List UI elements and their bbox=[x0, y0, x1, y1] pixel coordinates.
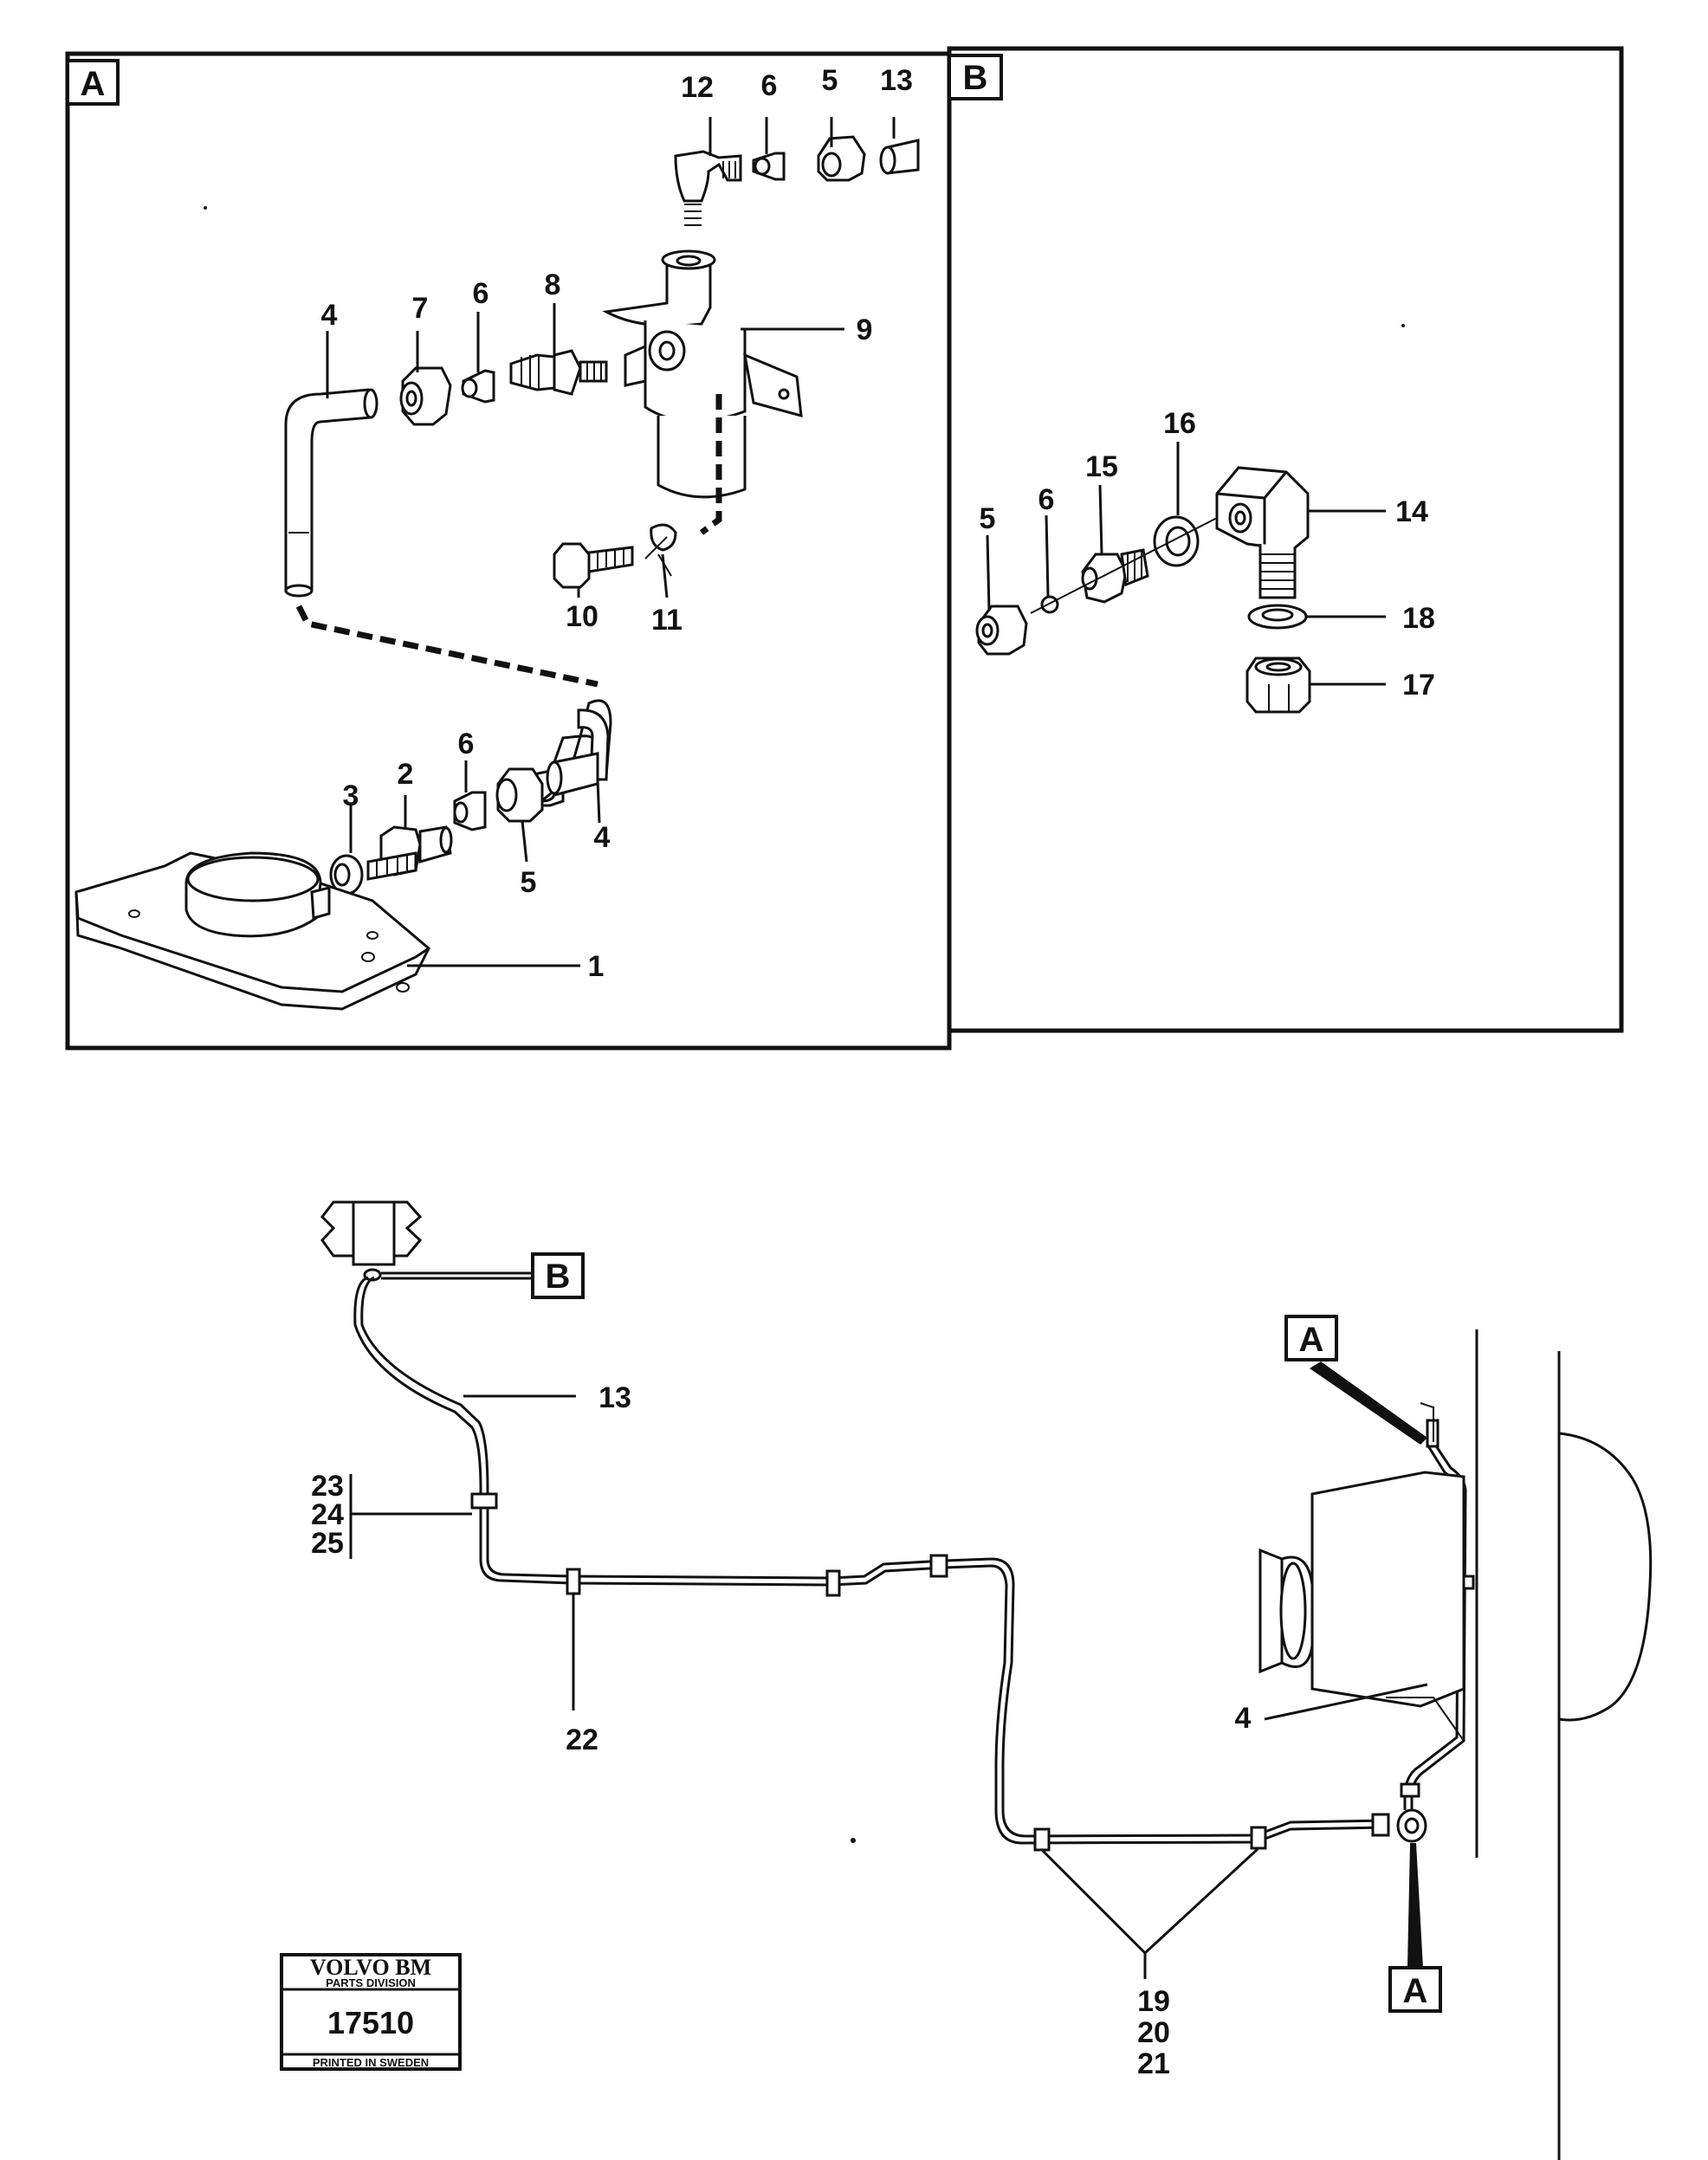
nut-17 bbox=[1245, 656, 1311, 714]
mounting-plate-1 bbox=[74, 851, 430, 1011]
elbow-fitting-12 bbox=[674, 150, 742, 226]
svg-text:13: 13 bbox=[880, 64, 913, 97]
svg-text:4: 4 bbox=[594, 821, 611, 854]
panel-b-leaders bbox=[986, 442, 1386, 686]
svg-text:9: 9 bbox=[857, 314, 873, 346]
panel-frames bbox=[65, 46, 1624, 1051]
nut-5-b bbox=[975, 605, 1028, 656]
svg-text:PRINTED IN SWEDEN: PRINTED IN SWEDEN bbox=[313, 2056, 429, 2069]
nut-5-top bbox=[817, 135, 866, 182]
routing-leaders bbox=[349, 1394, 1428, 1979]
svg-text:5: 5 bbox=[822, 64, 838, 97]
svg-text:22: 22 bbox=[566, 1723, 598, 1756]
bolt-10 bbox=[553, 542, 634, 589]
svg-text:3: 3 bbox=[343, 779, 359, 812]
svg-text:5: 5 bbox=[521, 866, 537, 899]
svg-text:2: 2 bbox=[398, 758, 414, 791]
svg-text:16: 16 bbox=[1163, 407, 1196, 440]
svg-text:PARTS DIVISION: PARTS DIVISION bbox=[326, 1976, 416, 1989]
svg-text:8: 8 bbox=[545, 268, 561, 301]
clip-11 bbox=[644, 523, 677, 577]
panel-b-callouts: 16 15 6 5 14 18 17 bbox=[980, 407, 1435, 702]
ref-box-b: B bbox=[531, 1252, 585, 1299]
svg-text:23: 23 bbox=[311, 1470, 344, 1503]
volvo-bm-stamp: VOLVO BM PARTS DIVISION 17510 PRINTED IN… bbox=[280, 1953, 462, 2071]
svg-text:A: A bbox=[1299, 1321, 1324, 1359]
panel-b-label: B bbox=[948, 54, 1003, 100]
svg-text:B: B bbox=[546, 1258, 571, 1296]
svg-text:7: 7 bbox=[412, 292, 429, 325]
component-top bbox=[320, 1200, 423, 1282]
svg-text:11: 11 bbox=[651, 604, 683, 637]
leader-a-top bbox=[1310, 1361, 1427, 1445]
washer-18 bbox=[1247, 604, 1308, 630]
routing-callouts: 13 23 24 25 22 4 19 20 21 bbox=[311, 1381, 1251, 2080]
ref-box-a-bottom: A bbox=[1388, 1966, 1442, 2013]
nut-7 bbox=[399, 366, 452, 426]
svg-text:1: 1 bbox=[588, 950, 605, 983]
svg-text:21: 21 bbox=[1137, 2047, 1170, 2080]
panel-a-leaders bbox=[326, 117, 896, 967]
svg-text:10: 10 bbox=[566, 600, 598, 633]
svg-text:24: 24 bbox=[311, 1498, 344, 1531]
svg-text:B: B bbox=[963, 59, 988, 97]
svg-text:12: 12 bbox=[681, 71, 714, 104]
union-8 bbox=[509, 349, 608, 396]
svg-text:A: A bbox=[1403, 1972, 1428, 2010]
ref-box-a-top: A bbox=[1284, 1315, 1338, 1361]
sleeve-6-top bbox=[752, 152, 786, 181]
pipe-4-lower bbox=[528, 699, 612, 807]
panel-a-callouts: 12 6 5 13 4 7 6 8 9 10 11 3 2 6 5 4 1 bbox=[321, 64, 913, 983]
panel-a-label: A bbox=[66, 59, 120, 106]
svg-text:VOLVO BM: VOLVO BM bbox=[310, 1955, 431, 1980]
valve-body-9 bbox=[602, 249, 803, 499]
leader-a-bottom bbox=[1407, 1843, 1423, 1968]
svg-text:4: 4 bbox=[1235, 1702, 1252, 1735]
svg-text:20: 20 bbox=[1137, 2016, 1170, 2049]
panel-a-parts bbox=[74, 135, 920, 1011]
svg-text:5: 5 bbox=[980, 502, 996, 535]
svg-text:25: 25 bbox=[311, 1527, 344, 1560]
union-15 bbox=[1081, 548, 1149, 604]
svg-text:6: 6 bbox=[458, 728, 475, 760]
routing-diagram: B bbox=[320, 1200, 1653, 2160]
svg-text:13: 13 bbox=[598, 1381, 631, 1414]
svg-text:A: A bbox=[81, 65, 106, 103]
svg-text:6: 6 bbox=[473, 277, 489, 310]
union-2 bbox=[366, 825, 453, 881]
svg-text:15: 15 bbox=[1085, 450, 1118, 483]
svg-text:17510: 17510 bbox=[327, 2005, 414, 2040]
elbow-block-14 bbox=[1215, 466, 1310, 599]
svg-text:6: 6 bbox=[761, 69, 778, 102]
panel-b-parts bbox=[975, 466, 1311, 714]
pipe-13-top bbox=[879, 139, 920, 175]
svg-text:19: 19 bbox=[1137, 1985, 1170, 2018]
nut-5-low bbox=[495, 767, 544, 823]
sleeve-6-low bbox=[453, 791, 487, 831]
sleeve-6-mid bbox=[461, 369, 495, 404]
svg-text:14: 14 bbox=[1395, 495, 1428, 528]
svg-text:18: 18 bbox=[1402, 602, 1435, 635]
svg-text:6: 6 bbox=[1038, 483, 1055, 516]
pipe-4-upper bbox=[284, 388, 378, 598]
ring-16 bbox=[1153, 515, 1200, 567]
svg-text:17: 17 bbox=[1402, 669, 1435, 702]
svg-text:4: 4 bbox=[321, 299, 338, 332]
sleeve-6-b bbox=[1040, 595, 1059, 614]
